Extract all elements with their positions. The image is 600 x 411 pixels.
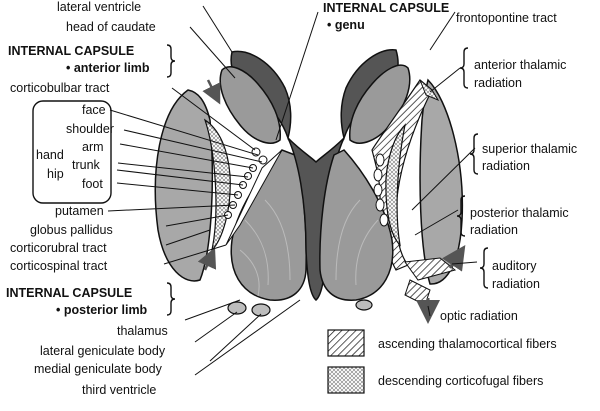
label-face: face <box>82 103 106 117</box>
label-shoulder: shoulder <box>66 122 114 136</box>
label-anterior-thalamic-2: radiation <box>474 76 522 90</box>
label-posterior-thalamic-2: radiation <box>470 223 518 237</box>
geniculate-bodies-right <box>355 299 373 311</box>
brackets <box>166 44 489 316</box>
label-lateral-geniculate: lateral geniculate body <box>40 344 166 358</box>
label-ic-genu-sub: • genu <box>327 18 365 32</box>
label-hip: hip <box>47 167 64 181</box>
legend-label-ascending: ascending thalamocortical fibers <box>378 337 557 351</box>
posterior-limb-left <box>225 149 283 246</box>
labels-left: lateral ventricle head of caudate INTERN… <box>6 0 168 397</box>
label-superior-thalamic-2: radiation <box>482 159 530 173</box>
label-ic-anterior-title: INTERNAL CAPSULE <box>8 44 134 58</box>
label-optic-radiation: optic radiation <box>440 309 518 323</box>
label-auditory-2: radiation <box>492 277 540 291</box>
leader-lines <box>107 5 478 376</box>
label-ic-posterior-sub: • posterior limb <box>56 303 148 317</box>
label-auditory-1: auditory <box>492 259 537 273</box>
legend-label-descending: descending corticofugal fibers <box>378 374 543 388</box>
label-ic-posterior-title: INTERNAL CAPSULE <box>6 286 132 300</box>
label-globus-pallidus: globus pallidus <box>30 223 113 237</box>
label-ic-anterior-sub: • anterior limb <box>66 61 150 75</box>
posterior-limb-arrow <box>197 247 217 271</box>
labels-right: INTERNAL CAPSULE • genu frontopontine tr… <box>323 1 577 323</box>
label-third-ventricle: third ventricle <box>82 383 156 397</box>
thalamic-radiation-nodes <box>373 153 389 227</box>
label-lateral-ventricle: lateral ventricle <box>57 0 141 14</box>
label-arm: arm <box>82 140 104 154</box>
globus-pallidus-right <box>385 123 406 247</box>
label-corticorubral: corticorubral tract <box>10 241 107 255</box>
label-anterior-thalamic-1: anterior thalamic <box>474 58 566 72</box>
auditory-radiation-arrow <box>442 245 466 272</box>
label-putamen: putamen <box>55 204 104 218</box>
label-medial-geniculate: medial geniculate body <box>34 362 163 376</box>
label-ic-genu-title: INTERNAL CAPSULE <box>323 1 449 15</box>
optic-radiation-band <box>404 279 431 306</box>
legend-swatch-descending <box>327 366 365 394</box>
putamen-left <box>154 89 214 282</box>
somatotopic-group-box <box>32 100 112 204</box>
geniculate-bodies <box>227 301 271 317</box>
putamen-right <box>419 78 464 285</box>
label-posterior-thalamic-1: posterior thalamic <box>470 206 569 220</box>
label-hand: hand <box>36 148 64 162</box>
corticofugal-strip <box>419 79 440 102</box>
legend: ascending thalamocortical fibers descend… <box>327 329 557 394</box>
head-of-caudate-left <box>219 66 281 144</box>
label-thalamus: thalamus <box>117 324 168 338</box>
label-superior-thalamic-1: superior thalamic <box>482 142 577 156</box>
fiber-lines-right <box>335 199 379 286</box>
label-trunk: trunk <box>72 158 101 172</box>
anterior-limb-arrow <box>202 79 221 105</box>
label-corticobulbar: corticobulbar tract <box>10 81 110 95</box>
label-head-of-caudate: head of caudate <box>66 20 156 34</box>
label-corticospinal: corticospinal tract <box>10 259 108 273</box>
label-frontopontine: frontopontine tract <box>456 11 557 25</box>
fiber-lines-left <box>239 199 291 297</box>
legend-swatch-ascending <box>327 329 365 357</box>
label-foot: foot <box>82 177 103 191</box>
